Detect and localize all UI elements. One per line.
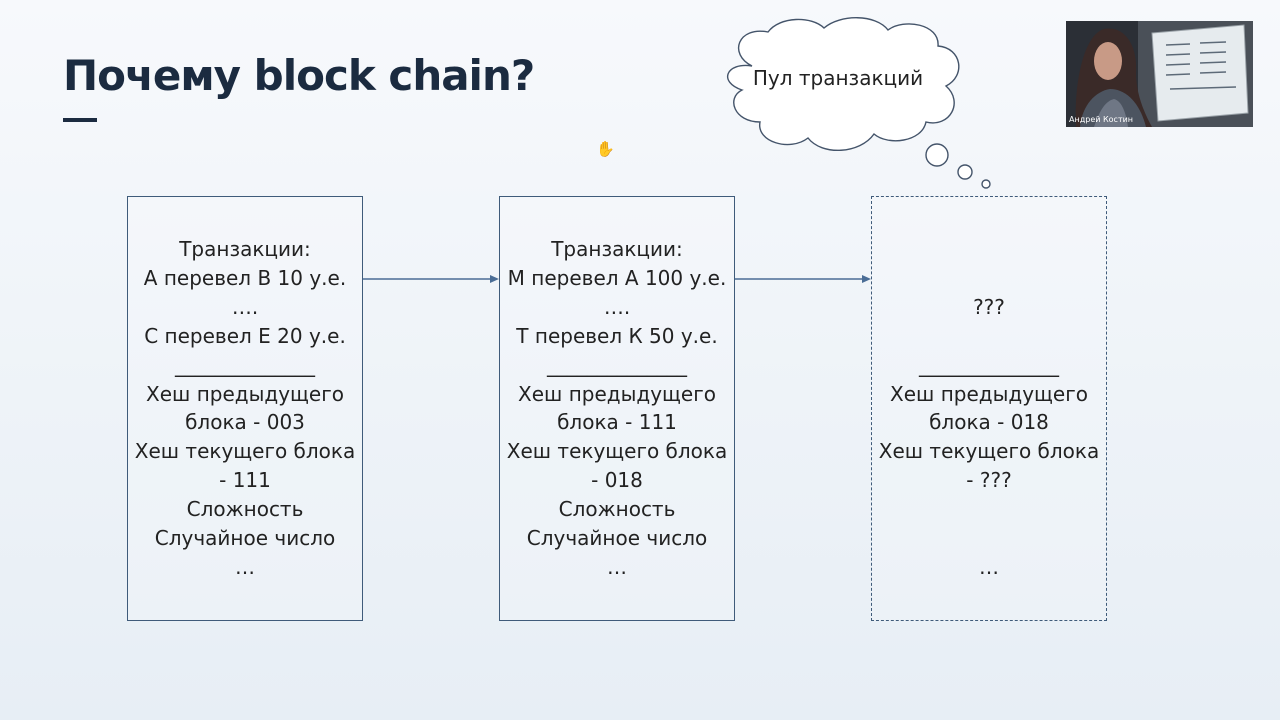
thought-bubble-cloud xyxy=(727,17,991,189)
webcam-thumbnail[interactable]: Андрей Костин xyxy=(1066,21,1253,127)
block-line: Случайное число xyxy=(154,526,336,551)
block-line: Случайное число xyxy=(526,526,708,551)
block-line: Хеш предыдущего xyxy=(146,381,344,406)
block-line: ______________ xyxy=(175,352,315,377)
block-3-pending: ??? ______________ Хеш предыдущего блока… xyxy=(871,196,1107,621)
block-line: Хеш текущего блока xyxy=(878,439,1100,464)
webcam-video-feed xyxy=(1066,21,1253,127)
block-line: … xyxy=(607,554,627,579)
block-line xyxy=(872,322,1106,351)
slide-title: Почему block chain? xyxy=(63,51,535,100)
block-line: С перевел Е 20 у.е. xyxy=(144,323,346,348)
block-1: Транзакции: А перевел В 10 у.е. …. С пер… xyxy=(127,196,363,621)
block-line: Хеш текущего блока xyxy=(134,439,356,464)
block-line: Транзакции: xyxy=(551,237,683,261)
title-underline xyxy=(63,118,97,122)
arrow-block2-to-block3 xyxy=(735,275,871,283)
block-line xyxy=(872,495,1106,524)
block-line: - 018 xyxy=(591,468,643,493)
block-line: ______________ xyxy=(919,352,1059,377)
block-line: … xyxy=(979,554,999,579)
block-line: …. xyxy=(231,294,259,319)
block-1-content: Транзакции: А перевел В 10 у.е. …. С пер… xyxy=(128,235,362,582)
block-line xyxy=(872,235,1106,264)
block-line: А перевел В 10 у.е. xyxy=(143,265,347,290)
block-line: - 111 xyxy=(219,468,271,493)
block-line: Транзакции: xyxy=(179,237,311,261)
block-2-content: Транзакции: М перевел А 100 у.е. …. Т пе… xyxy=(500,235,734,582)
block-line: Сложность xyxy=(558,497,676,522)
block-line: М перевел А 100 у.е. xyxy=(507,265,727,290)
block-line: ______________ xyxy=(547,352,687,377)
block-line: ??? xyxy=(973,294,1005,319)
block-line: …. xyxy=(603,294,631,319)
webcam-participant-name: Андрей Костин xyxy=(1069,115,1134,124)
block-2: Транзакции: М перевел А 100 у.е. …. Т пе… xyxy=(499,196,735,621)
block-line: блока - 111 xyxy=(557,410,677,435)
block-line xyxy=(872,264,1106,293)
thought-bubble-label: Пул транзакций xyxy=(752,66,924,90)
hand-cursor-icon: ✋ xyxy=(596,140,615,158)
block-line: блока - 018 xyxy=(929,410,1049,435)
block-line: Т перевел К 50 у.е. xyxy=(516,323,718,348)
block-3-content: ??? ______________ Хеш предыдущего блока… xyxy=(872,235,1106,582)
arrow-block1-to-block2 xyxy=(363,275,499,283)
block-line: Сложность xyxy=(186,497,304,522)
block-line: блока - 003 xyxy=(185,410,305,435)
block-line xyxy=(872,524,1106,553)
block-line: Хеш предыдущего xyxy=(890,381,1088,406)
block-line: Хеш предыдущего xyxy=(518,381,716,406)
block-line: Хеш текущего блока xyxy=(506,439,728,464)
block-line: - ??? xyxy=(966,468,1012,493)
block-line: … xyxy=(235,554,255,579)
